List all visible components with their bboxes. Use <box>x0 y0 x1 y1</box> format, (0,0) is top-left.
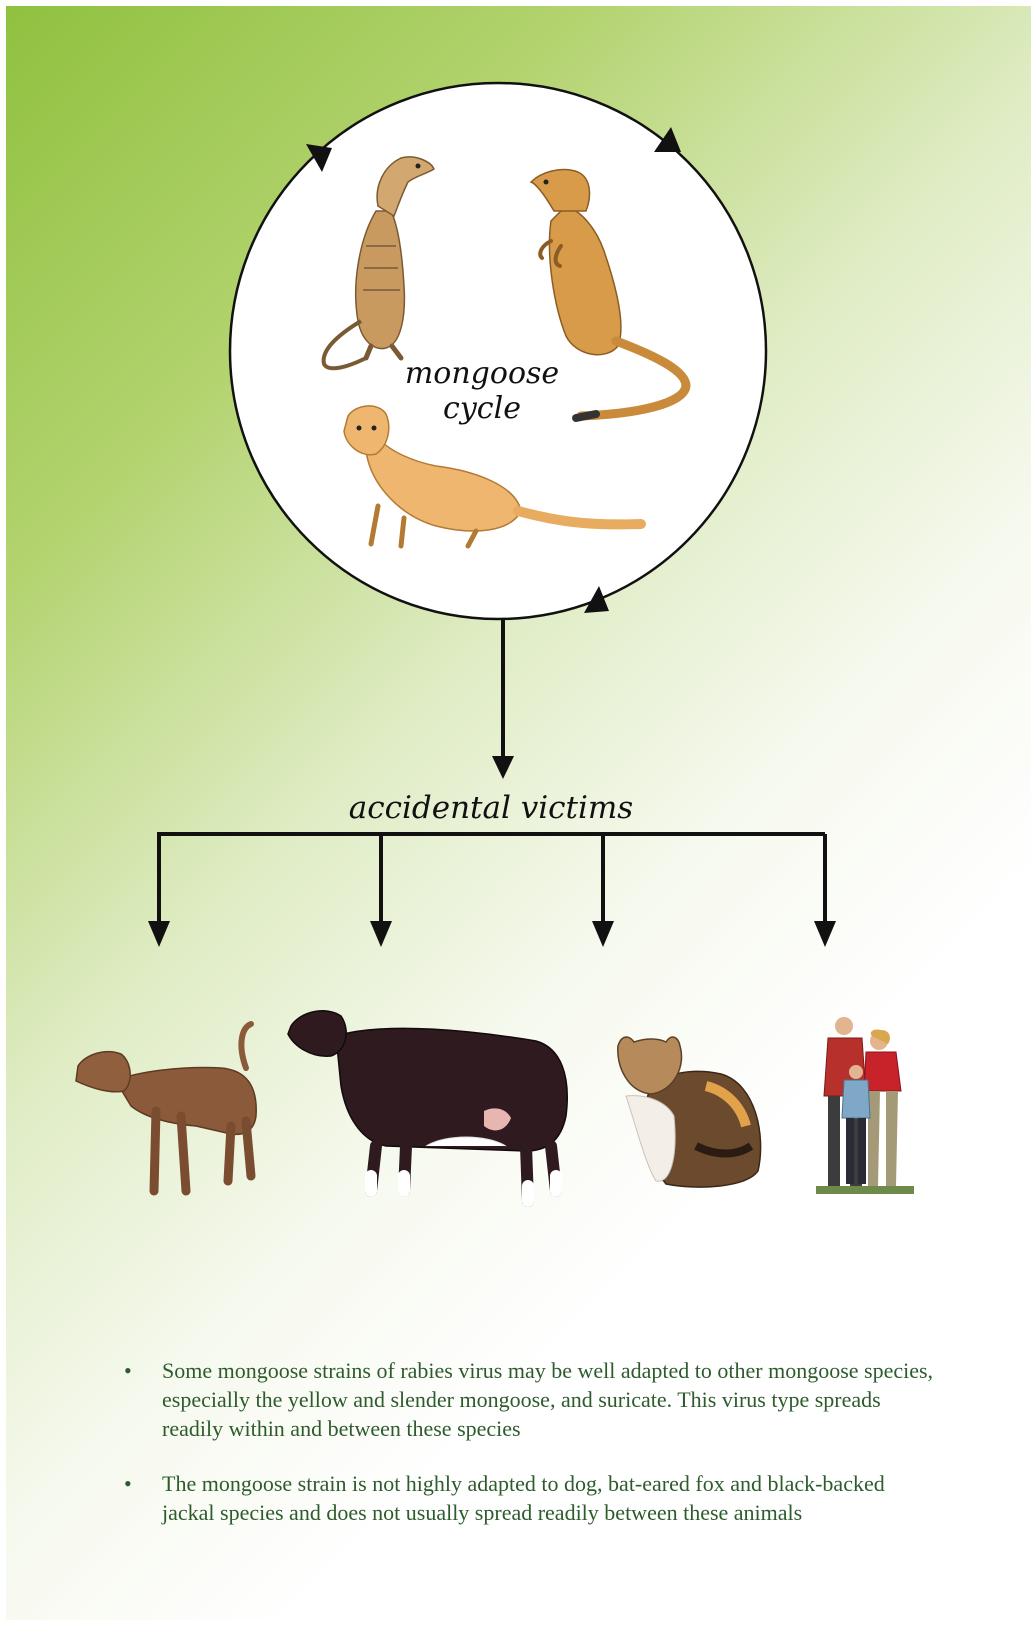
branch-arrowhead-cat <box>592 921 614 947</box>
note-text: The mongoose strain is not highly adapte… <box>162 1471 885 1525</box>
transmission-diagram: mongoose cycle accidental victims <box>6 6 1031 1306</box>
note-item: • Some mongoose strains of rabies virus m… <box>116 1356 936 1443</box>
cat-icon <box>618 1037 761 1187</box>
branch-arrowhead-dog <box>148 921 170 947</box>
bullet-icon: • <box>124 1356 132 1385</box>
branch-arrows <box>148 834 836 947</box>
main-arrowhead <box>492 756 514 779</box>
cycle-label-line1: mongoose <box>405 356 559 391</box>
dog-icon <box>76 1024 256 1191</box>
cycle-circle <box>230 83 766 619</box>
notes-list: • Some mongoose strains of rabies virus m… <box>116 1356 936 1553</box>
cow-icon <box>288 1011 567 1201</box>
bullet-icon: • <box>124 1469 132 1498</box>
people-icon <box>816 1017 914 1194</box>
branch-arrowhead-cow <box>370 921 392 947</box>
page: mongoose cycle accidental victims <box>6 6 1031 1620</box>
note-text: Some mongoose strains of rabies virus ma… <box>162 1358 933 1441</box>
branch-arrowhead-people <box>814 921 836 947</box>
cycle-label-line2: cycle <box>443 391 521 426</box>
note-item: • The mongoose strain is not highly adapt… <box>116 1469 936 1527</box>
victims-label: accidental victims <box>349 790 633 826</box>
